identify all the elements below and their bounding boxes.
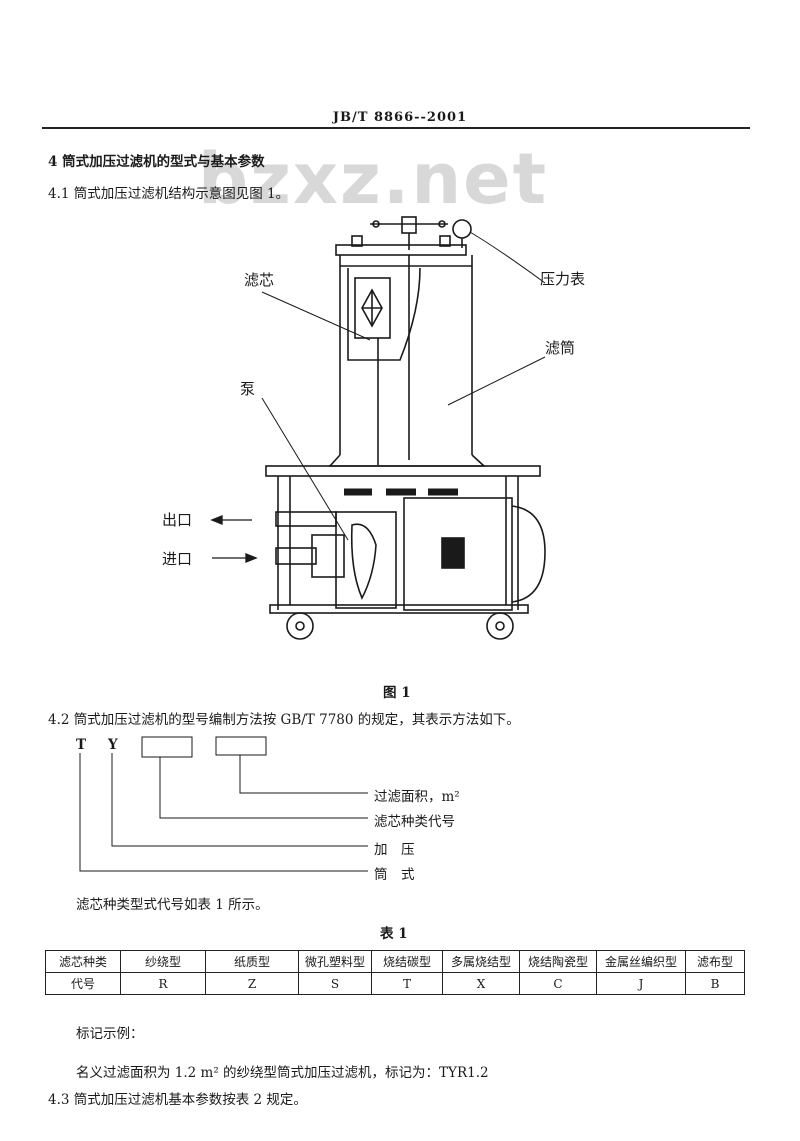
table-cell: 多属烧结型: [442, 950, 520, 973]
table-header-row: 滤芯种类 纱绕型 纸质型 微孔塑料型 烧结碳型 多属烧结型 烧结陶瓷型 金属丝编…: [45, 950, 745, 973]
header-rule: [42, 127, 750, 129]
table-cell: 代号: [45, 972, 121, 995]
section-4-2-text: 4.2 筒式加压过滤机的型号编制方法按 GB/T 7780 的规定，其表示方法如…: [48, 712, 520, 728]
section-4-title: 4 筒式加压过滤机的型式与基本参数: [48, 154, 265, 170]
leader-filter-core: [261, 291, 371, 341]
table-cell: J: [596, 972, 686, 995]
code-item-pressure: 加 压: [374, 842, 415, 858]
table-cell: 滤芯种类: [45, 950, 121, 973]
lid-bracket-right: [439, 235, 451, 247]
marking-title: 标记示例：: [76, 1026, 144, 1042]
table-cell: 纸质型: [205, 950, 299, 973]
code-box-2: [215, 736, 267, 756]
label-pressure-gauge: 压力表: [540, 270, 586, 288]
code-letter-Y: Y: [108, 737, 118, 753]
table-cell: 烧结碳型: [371, 950, 443, 973]
figure-caption: 图 1: [383, 685, 411, 701]
leader-pump: [261, 397, 349, 541]
label-filter-core: 滤芯: [244, 271, 275, 289]
table-cell: 滤布型: [685, 950, 745, 973]
lid-bracket-left: [351, 235, 363, 247]
standard-code: JB/T 8866--2001: [332, 110, 468, 125]
code-box-1: [141, 736, 193, 758]
wheel-left: [286, 612, 314, 640]
filter-cylinder: [339, 255, 473, 455]
motor-terminal-box: [441, 537, 465, 569]
leader-pressure-gauge: [469, 231, 546, 284]
motor: [403, 497, 513, 611]
pump-impeller: [350, 523, 377, 600]
table-caption: 表 1: [380, 926, 408, 942]
table-cell: X: [442, 972, 520, 995]
table-cell: Z: [205, 972, 299, 995]
model-code-diagram: [79, 736, 368, 872]
label-inlet: 进口: [162, 550, 193, 568]
leader-cylinder: [79, 753, 368, 872]
marking-example: 名义过滤面积为 1.2 m² 的纱绕型筒式加压过滤机，标记为：TYR1.2: [76, 1065, 489, 1081]
cutaway: [347, 267, 421, 361]
table-cell: S: [298, 972, 372, 995]
label-pump: 泵: [240, 380, 256, 398]
table-cell: R: [120, 972, 206, 995]
table-cell: 金属丝编织型: [596, 950, 686, 973]
leader-filter-cylinder: [447, 356, 546, 406]
table-cell: T: [371, 972, 443, 995]
filter-lid: [335, 244, 467, 256]
wheel-right: [486, 612, 514, 640]
code-item-filter-area: 过滤面积，m²: [374, 789, 460, 805]
table-1: 滤芯种类 纱绕型 纸质型 微孔塑料型 烧结碳型 多属烧结型 烧结陶瓷型 金属丝编…: [45, 950, 745, 995]
leader-pressure: [111, 753, 368, 847]
inlet-pipe: [275, 547, 317, 565]
label-outlet: 出口: [162, 511, 193, 529]
frame-bottom: [269, 604, 529, 614]
handle-knob-right: [438, 220, 446, 228]
table-row: 代号 R Z S T X C J B: [45, 972, 745, 995]
label-filter-cylinder: 滤筒: [545, 339, 576, 357]
table-cell: 纱绕型: [120, 950, 206, 973]
filter-core: [354, 277, 391, 339]
table-cell: 烧结陶瓷型: [519, 950, 597, 973]
table-cell: 微孔塑料型: [298, 950, 372, 973]
code-letter-T: T: [76, 737, 87, 753]
leader-filter-area: [239, 755, 368, 794]
base-plate: [265, 465, 541, 477]
watermark: bzxz.net: [198, 138, 549, 220]
leader-core-type: [159, 757, 368, 819]
table-cell: B: [685, 972, 745, 995]
handle-knob-left: [372, 220, 380, 228]
code-item-core-type: 滤芯种类代号: [374, 814, 455, 830]
code-item-cylinder: 筒 式: [374, 867, 415, 883]
section-4-3-text: 4.3 筒式加压过滤机基本参数按表 2 规定。: [48, 1092, 307, 1108]
pump-flange: [311, 534, 345, 578]
filter-machine-figure: [210, 216, 546, 640]
section-4-1-text: 4.1 筒式加压过滤机结构示意图见图 1。: [48, 186, 290, 202]
table-intro: 滤芯种类型式代号如表 1 所示。: [76, 897, 269, 913]
table-cell: C: [519, 972, 597, 995]
pump-body: [335, 511, 397, 609]
motor-end-cap: [511, 505, 546, 603]
